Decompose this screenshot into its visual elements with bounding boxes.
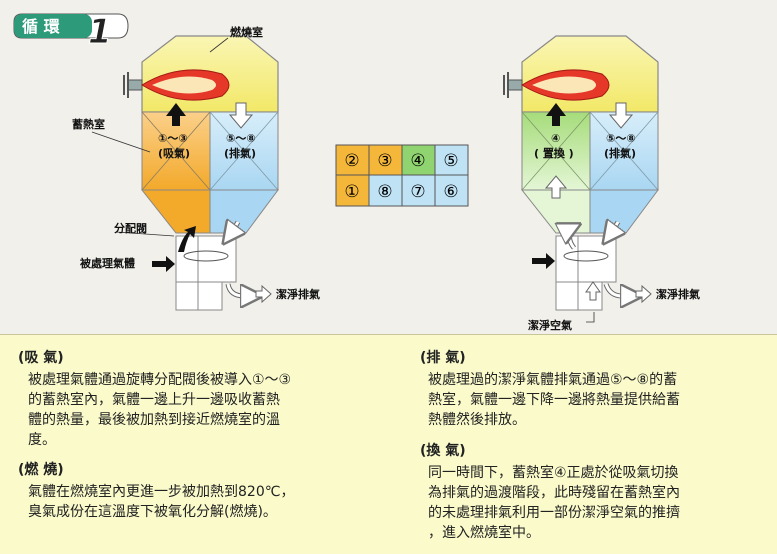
text-line: 被處理氣體通過旋轉分配閥後被導入①～③ [28, 372, 292, 388]
clean-air-label: 潔淨空氣 [528, 318, 572, 332]
process-gas-label: 被處理氣體 [80, 256, 135, 270]
text-line: 同一時間下，蓄熱室④正處於從吸氣切換 [428, 465, 679, 481]
text-line: 被處理過的潔淨氣體排氣通過⑤～⑧的蓄 [428, 372, 678, 388]
text-line: 的蓄熱室內，氣體一邊上升一邊吸收蓄熱 [28, 392, 280, 408]
left-chamber-b-mode: (排氣) [224, 146, 256, 160]
left-chamber-a-mode: (吸氣) [158, 146, 190, 160]
intake-body: 被處理氣體通過旋轉分配閥後被導入①～③ 的蓄熱室內，氣體一邊上升一邊吸收蓄熱 體… [28, 370, 358, 450]
grid-cell: ⑧ [377, 182, 392, 202]
text-line: 度。 [28, 432, 56, 448]
right-rto-unit: 潔淨排氣 潔淨空氣 ④ ( 置換 ) ⑤～⑧ (排氣) [503, 35, 700, 332]
description-panel: (吸 氣) 被處理氣體通過旋轉分配閥後被導入①～③ 的蓄熱室內，氣體一邊上升一邊… [0, 334, 777, 554]
left-rto-unit: 燃燒室 蓄熱室 分配閥 被處理氣體 潔淨排氣 ①～③ (吸氣) ⑤～⑧ (排氣) [72, 25, 320, 311]
right-chamber-b-nums: ⑤～⑧ [606, 132, 636, 145]
grid-cell: ⑥ [443, 182, 458, 202]
chamber-grid: ② ③ ④ ⑤ ① ⑧ ⑦ ⑥ [335, 144, 469, 207]
grid-cell: ⑦ [410, 182, 425, 202]
text-line: 熱室，氣體一邊下降一邊將熱量提供給蓄 [428, 392, 680, 408]
text-line: 熱體然後排放。 [428, 412, 526, 428]
combustion-body: 氣體在燃燒室內更進一步被加熱到820℃， 臭氣成份在這溫度下被氧化分解(燃燒)。 [28, 482, 358, 522]
right-chamber-a-nums: ④ [551, 132, 560, 145]
text-line: 體的熱量，最後被加熱到接近燃燒室的溫 [28, 412, 280, 428]
badge-step-number: 1 [88, 12, 112, 52]
rotary-valve-label: 分配閥 [114, 221, 147, 235]
burner-icon [503, 69, 610, 101]
regenerator-label: 蓄熱室 [72, 117, 105, 131]
grid-cell: ④ [410, 151, 425, 171]
clean-exhaust-label: 潔淨排氣 [276, 287, 320, 301]
grid-cell: ⑤ [443, 151, 458, 171]
badge-label: 循 環 [22, 17, 61, 36]
clean-exhaust-label: 潔淨排氣 [656, 287, 700, 301]
text-line: ，進入燃燒室中。 [428, 525, 540, 541]
combustion-chamber-label: 燃燒室 [229, 25, 263, 39]
right-chamber-a-mode: ( 置換 ) [534, 146, 574, 160]
left-chamber-a-nums: ①～③ [158, 132, 188, 145]
purge-title: (換 氣) [420, 443, 466, 459]
intake-title: (吸 氣) [18, 350, 64, 366]
text-line: 氣體在燃燒室內更進一步被加熱到820℃， [28, 484, 295, 500]
cycle-badge: 循 環 1 [13, 12, 129, 53]
text-line: 為排氣的過渡階段，此時殘留在蓄熱室內 [428, 485, 680, 501]
text-line: 臭氣成份在這溫度下被氧化分解(燃燒)。 [28, 504, 277, 520]
burner-icon [123, 69, 230, 101]
exhaust-body: 被處理過的潔淨氣體排氣通過⑤～⑧的蓄 熱室，氣體一邊下降一邊將熱量提供給蓄 熱體… [428, 370, 768, 430]
grid-cell: ③ [377, 151, 392, 171]
grid-cell: ② [344, 151, 359, 171]
text-line: 的未處理排氣利用一部份潔淨空氣的推擠 [428, 505, 680, 521]
combustion-title: (燃 燒) [18, 462, 64, 478]
left-chamber-b-nums: ⑤～⑧ [226, 132, 256, 145]
right-chamber-b-mode: (排氣) [604, 146, 636, 160]
exhaust-title: (排 氣) [420, 350, 466, 366]
grid-cell: ① [344, 182, 359, 202]
purge-body: 同一時間下，蓄熱室④正處於從吸氣切換 為排氣的過渡階段，此時殘留在蓄熱室內 的未… [428, 463, 768, 543]
